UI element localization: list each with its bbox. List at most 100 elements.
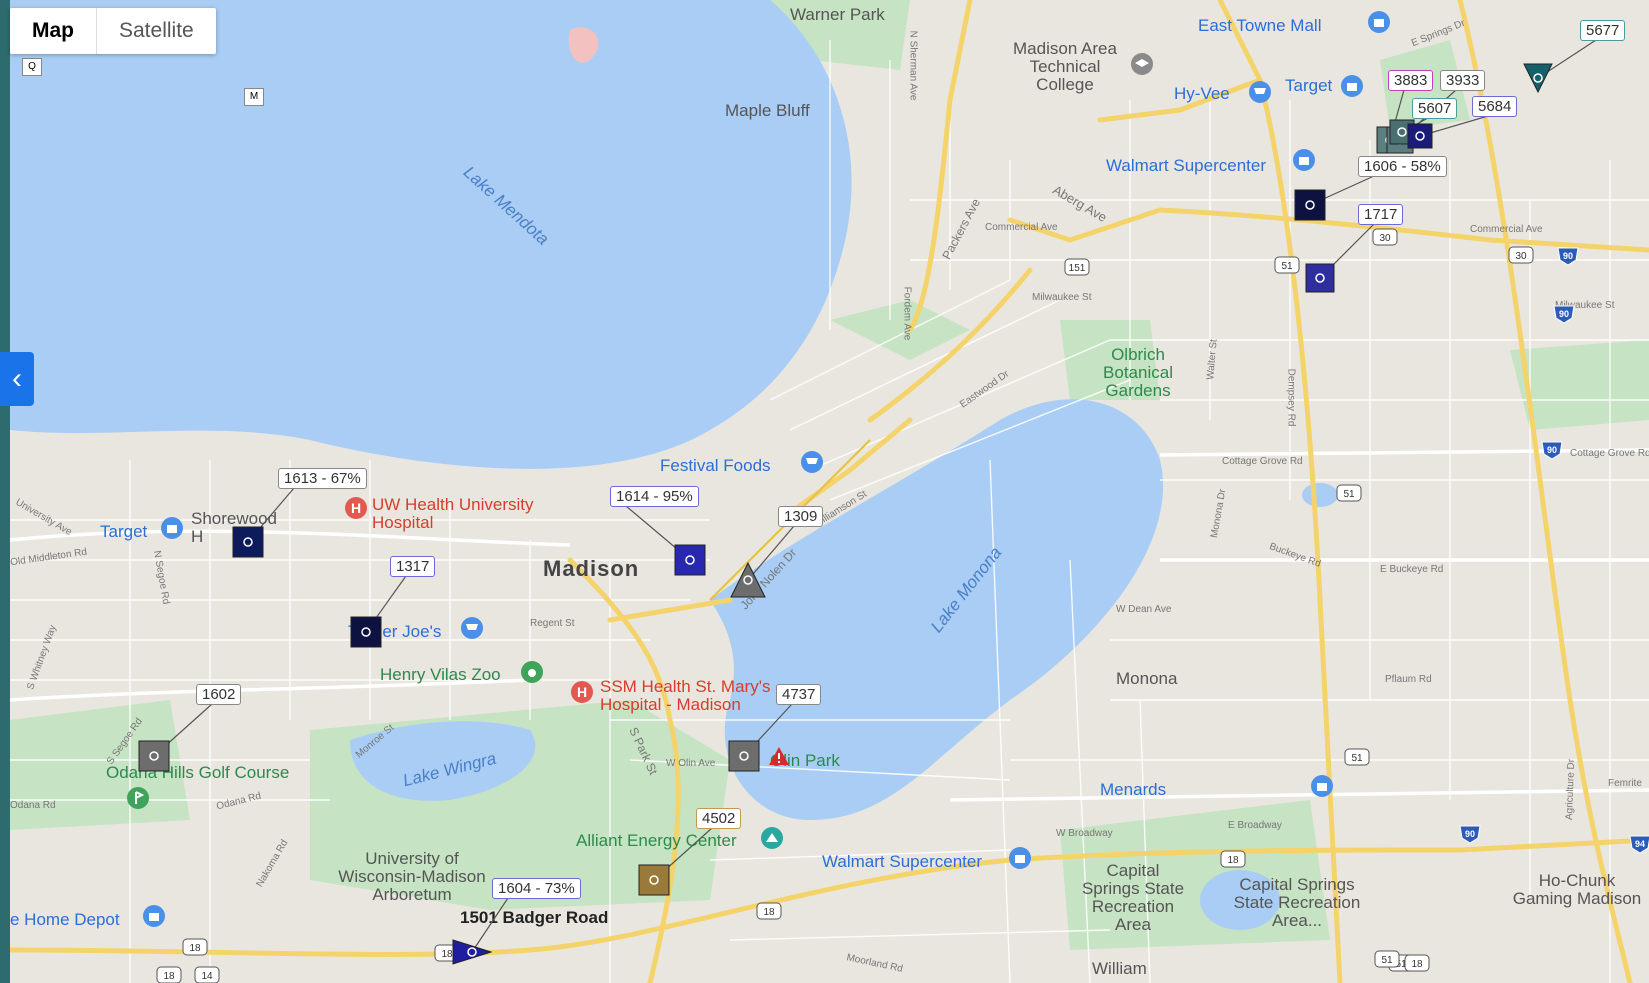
collapse-panel-button[interactable]: ‹ — [0, 352, 34, 406]
label-home-depot[interactable]: e Home Depot — [10, 910, 120, 929]
svg-text:90: 90 — [1559, 309, 1569, 319]
label-badger-road: 1501 Badger Road — [460, 908, 609, 927]
label-odana-hills[interactable]: Odana Hills Golf Course — [106, 763, 290, 782]
cart-icon[interactable] — [800, 450, 824, 479]
label-menards[interactable]: Menards — [1100, 780, 1167, 799]
asset-label-4737[interactable]: 4737 — [776, 684, 822, 705]
label-commercial-ave-east: Commercial Ave — [1470, 224, 1543, 235]
asset-marker-4737[interactable] — [728, 740, 760, 777]
svg-text:18: 18 — [1411, 959, 1423, 970]
label-festival-foods[interactable]: Festival Foods — [660, 456, 771, 475]
asset-label-3933[interactable]: 3933 — [1440, 70, 1486, 91]
map-type-map-button[interactable]: Map — [32, 19, 74, 42]
hospital-icon[interactable]: H — [344, 496, 368, 527]
label-n-sherman: N Sherman Ave — [907, 30, 919, 101]
label-william: William — [1092, 959, 1147, 978]
asset-label-1613[interactable]: 1613 - 67% — [278, 468, 367, 489]
asset-marker-1613[interactable] — [232, 526, 264, 563]
asset-label-4502[interactable]: 4502 — [696, 808, 742, 829]
asset-label-1317[interactable]: 1317 — [390, 556, 436, 577]
venue-icon[interactable] — [760, 826, 784, 855]
asset-label-1614[interactable]: 1614 - 95% — [610, 486, 699, 507]
label-alliant[interactable]: Alliant Energy Center — [576, 831, 737, 850]
label-milwaukee-st-east: Milwaukee St — [1555, 300, 1615, 311]
asset-label-5677[interactable]: 5677 — [1580, 20, 1626, 41]
svg-text:18: 18 — [1227, 855, 1239, 866]
label-walmart-east[interactable]: Walmart Supercenter — [1106, 156, 1266, 175]
asset-label-5684[interactable]: 5684 — [1472, 96, 1518, 117]
label-ho-chunk[interactable]: Ho-Chunk Gaming Madison — [1512, 871, 1642, 908]
shopping-bag-icon[interactable] — [1310, 774, 1334, 803]
warning-icon[interactable] — [768, 746, 790, 771]
label-cottage-grove: Cottage Grove Rd — [1222, 456, 1303, 467]
asset-label-1606[interactable]: 1606 - 58% — [1358, 156, 1447, 177]
label-uw-arboretum: University of Wisconsin-Madison Arboretu… — [338, 849, 486, 904]
label-matc[interactable]: Madison Area Technical College — [1013, 39, 1117, 94]
asset-label-1309[interactable]: 1309 — [778, 506, 824, 527]
svg-text:90: 90 — [1465, 829, 1475, 839]
zoo-icon[interactable] — [520, 660, 544, 689]
chevron-left-icon: ‹ — [12, 362, 22, 395]
label-cottage-grove-east: Cottage Grove Rd — [1570, 448, 1649, 459]
label-east-towne-mall[interactable]: East Towne Mall — [1198, 16, 1322, 35]
asset-label-1717[interactable]: 1717 — [1358, 204, 1404, 225]
asset-marker-1614[interactable] — [674, 544, 706, 581]
label-henry-vilas[interactable]: Henry Vilas Zoo — [380, 665, 501, 684]
highway-shield-icon: 18 — [1220, 850, 1246, 873]
label-uw-health[interactable]: UW Health University Hospital — [372, 495, 534, 532]
hospital-icon[interactable]: H — [570, 680, 594, 711]
label-capital-springs-1: Capital Springs State Recreation Area — [1081, 861, 1185, 934]
asset-marker-1317[interactable] — [350, 616, 382, 653]
label-olbrich[interactable]: Olbrich Botanical Gardens — [1103, 345, 1173, 400]
shopping-bag-icon[interactable] — [1008, 846, 1032, 875]
svg-text:30: 30 — [1515, 251, 1527, 262]
label-target-east[interactable]: Target — [1285, 76, 1333, 95]
label-ssm-health[interactable]: SSM Health St. Mary's Hospital - Madison — [600, 677, 771, 714]
highway-shield-icon: 14 — [194, 966, 220, 983]
map-canvas[interactable]: Warner Park East Towne Mall Madison Area… — [10, 0, 1649, 983]
asset-marker-1602[interactable] — [138, 740, 170, 777]
cart-icon[interactable] — [460, 616, 484, 645]
label-warner-park: Warner Park — [790, 5, 885, 24]
label-e-broadway: E Broadway — [1228, 820, 1282, 831]
golf-icon[interactable] — [126, 786, 150, 815]
svg-text:94: 94 — [1635, 839, 1645, 849]
asset-label-5607[interactable]: 5607 — [1412, 98, 1458, 119]
asset-marker-5677[interactable] — [1523, 63, 1553, 98]
asset-marker-1717[interactable] — [1305, 263, 1335, 298]
highway-shield-icon: 51 — [1374, 950, 1400, 973]
shopping-bag-icon[interactable] — [142, 904, 166, 933]
label-hyvee[interactable]: Hy-Vee — [1174, 84, 1230, 103]
shopping-bag-icon[interactable] — [1340, 74, 1364, 103]
highway-shield-icon: 51 — [1344, 748, 1370, 771]
label-milwaukee-st: Milwaukee St — [1032, 292, 1092, 303]
svg-text:18: 18 — [163, 971, 175, 982]
label-walmart-south[interactable]: Walmart Supercenter — [822, 852, 982, 871]
asset-label-1604[interactable]: 1604 - 73% — [492, 878, 581, 899]
asset-marker-5684[interactable] — [1407, 123, 1433, 154]
asset-label-1602[interactable]: 1602 — [196, 684, 242, 705]
shopping-bag-icon[interactable] — [1367, 10, 1391, 39]
svg-text:30: 30 — [1379, 233, 1391, 244]
label-monona: Monona — [1116, 669, 1178, 688]
svg-text:H: H — [351, 500, 361, 516]
label-odana-rd-west: Odana Rd — [10, 800, 56, 811]
highway-shield-icon: 51 — [1274, 256, 1300, 279]
label-target-west[interactable]: Target — [100, 522, 148, 541]
highway-shield-icon: 18 — [156, 966, 182, 983]
map-type-satellite-button[interactable]: Satellite — [96, 8, 216, 54]
highway-shield-icon: 51 — [1336, 484, 1362, 507]
asset-label-3883[interactable]: 3883 — [1388, 70, 1434, 91]
cart-icon[interactable] — [1248, 80, 1272, 109]
asset-marker-1604[interactable] — [452, 932, 493, 977]
label-w-dean: W Dean Ave — [1116, 604, 1172, 615]
school-icon[interactable] — [1130, 52, 1154, 81]
label-w-broadway: W Broadway — [1056, 828, 1113, 839]
shopping-bag-icon[interactable] — [1292, 148, 1316, 177]
shopping-bag-icon[interactable] — [160, 516, 184, 545]
asset-marker-4502[interactable] — [638, 864, 670, 901]
asset-marker-1309[interactable] — [730, 561, 766, 603]
label-regent-st: Regent St — [530, 618, 575, 629]
svg-text:18: 18 — [441, 949, 453, 960]
asset-marker-1606[interactable] — [1294, 189, 1326, 226]
